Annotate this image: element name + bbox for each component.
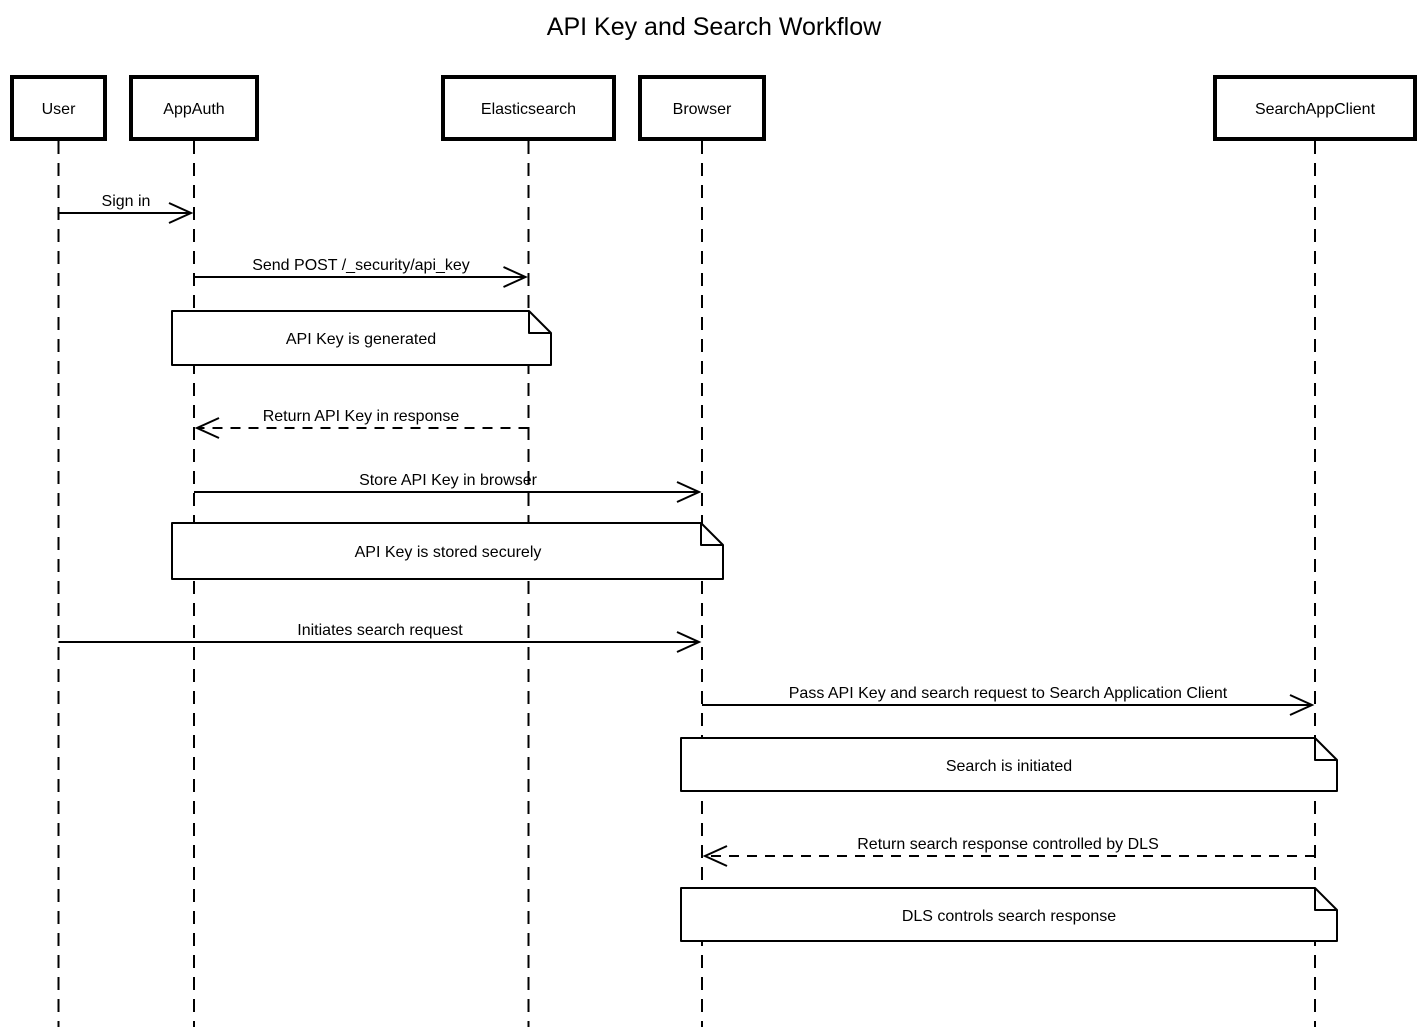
participant-appauth: AppAuth (129, 75, 259, 141)
note-api-key-stored-box (171, 522, 724, 580)
participant-searchappclient: SearchAppClient (1213, 75, 1417, 141)
note-api-key-generated: API Key is generated (171, 310, 552, 366)
message-return-search-response: Return search response controlled by DLS (702, 836, 1315, 867)
message-send-post-api-key: Send POST /_security/api_key (194, 257, 528, 288)
note-search-initiated: Search is initiated (680, 737, 1338, 792)
message-store-api-key: Store API Key in browser (194, 472, 702, 503)
participant-appauth-label: AppAuth (163, 101, 224, 118)
participant-appauth-box (129, 75, 259, 141)
message-store-api-key-label: Store API Key in browser (359, 472, 538, 489)
message-pass-api-key-label: Pass API Key and search request to Searc… (789, 685, 1228, 702)
note-search-initiated-fold-icon (1314, 738, 1337, 761)
message-return-api-key: Return API Key in response (194, 408, 529, 439)
message-initiates-search: Initiates search request (58, 622, 702, 653)
note-dls-controls-box (680, 887, 1338, 942)
participant-browser-box (638, 75, 766, 141)
participant-elasticsearch-label: Elasticsearch (481, 101, 576, 118)
participant-elasticsearch: Elasticsearch (441, 75, 616, 141)
note-search-initiated-text: Search is initiated (946, 758, 1072, 775)
participant-user-label: User (42, 101, 76, 118)
participant-searchappclient-label: SearchAppClient (1255, 101, 1376, 118)
note-search-initiated-box (680, 737, 1338, 792)
participant-searchappclient-box (1213, 75, 1417, 141)
diagram-title: API Key and Search Workflow (547, 13, 882, 41)
note-api-key-stored-fold-icon (700, 523, 723, 546)
note-api-key-generated-text: API Key is generated (286, 331, 436, 348)
participant-browser-label: Browser (673, 101, 732, 118)
message-return-search-response-label: Return search response controlled by DLS (857, 836, 1159, 853)
note-api-key-generated-box (171, 310, 552, 366)
message-sign-in: Sign in (58, 193, 194, 224)
message-send-post-api-key-label: Send POST /_security/api_key (252, 257, 470, 274)
note-dls-controls: DLS controls search response (680, 887, 1338, 942)
note-api-key-generated-fold-icon (528, 311, 551, 334)
note-dls-controls-text: DLS controls search response (902, 908, 1116, 925)
note-api-key-stored-text: API Key is stored securely (355, 544, 542, 561)
participant-user: User (10, 75, 107, 141)
participant-elasticsearch-box (441, 75, 616, 141)
note-dls-controls-fold-icon (1314, 888, 1337, 911)
participant-browser: Browser (638, 75, 766, 141)
message-initiates-search-label: Initiates search request (297, 622, 463, 639)
note-api-key-stored: API Key is stored securely (171, 522, 724, 580)
message-pass-api-key: Pass API Key and search request to Searc… (702, 685, 1315, 716)
message-return-api-key-label: Return API Key in response (263, 408, 460, 425)
participant-user-box (10, 75, 107, 141)
message-sign-in-label: Sign in (102, 193, 151, 210)
